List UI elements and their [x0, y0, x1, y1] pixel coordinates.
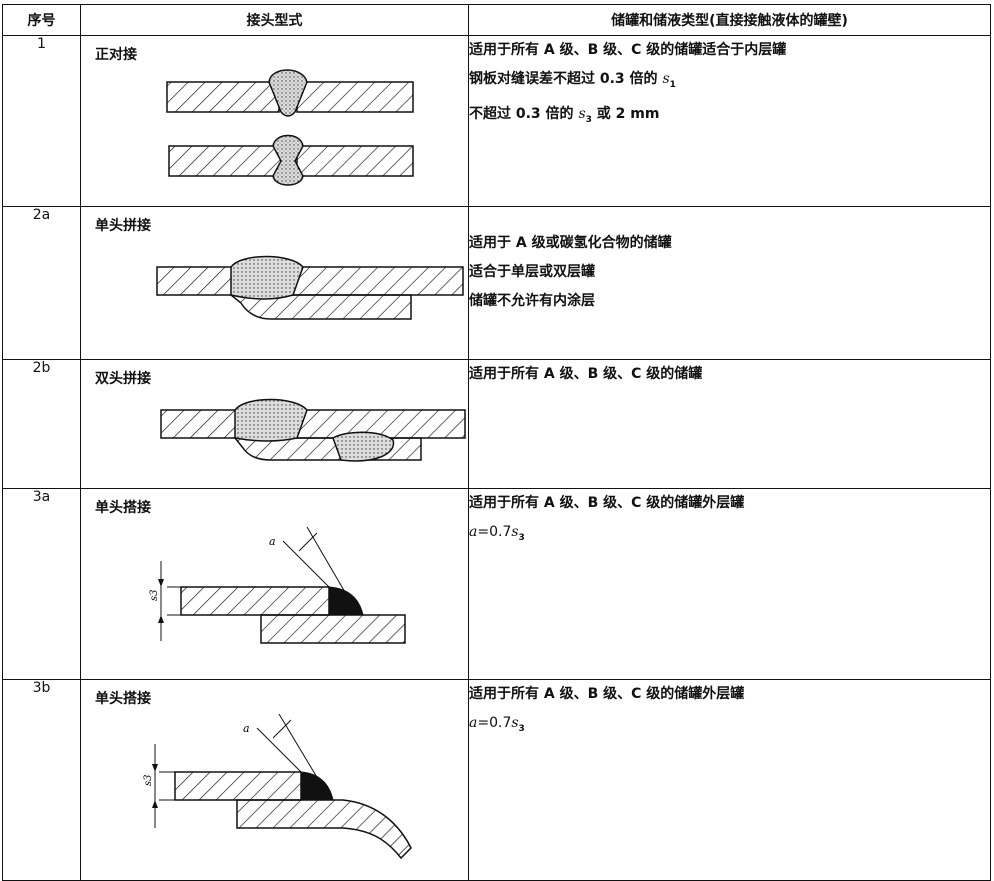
- desc-tail: 或 2 mm: [596, 105, 660, 122]
- var-sub: 1: [669, 79, 676, 90]
- joint-name: 正对接: [95, 47, 137, 63]
- weld-bead: [332, 431, 395, 462]
- desc-line: 适合于单层或双层罐: [469, 264, 595, 280]
- plate-right: [296, 145, 414, 177]
- row-seq: 2a: [2, 206, 81, 360]
- plate-top: [160, 409, 466, 439]
- plate-curved: [236, 799, 412, 860]
- weld-bead: [272, 134, 304, 186]
- formula-eq: =0.7: [477, 524, 512, 540]
- weld-joint-table: 序号 接头型式 储罐和储液类型(直接接触液体的罐壁) 1 正对接: [2, 4, 991, 881]
- header-row: 序号 接头型式 储罐和储液类型(直接接触液体的罐壁): [2, 4, 991, 36]
- weld-bead: [268, 69, 308, 117]
- weld-bead: [234, 398, 308, 442]
- joint-name: 双头拼接: [95, 371, 151, 387]
- dim-s-label: s3: [149, 590, 160, 602]
- plate-right: [296, 81, 414, 113]
- joint-name: 单头拼接: [95, 218, 151, 234]
- formula-line: a=0.7s3: [469, 709, 990, 744]
- row-seq: 3b: [2, 679, 81, 881]
- joint-form-cell: 双头拼接: [80, 359, 469, 489]
- table-row: 3a 单头搭接: [2, 488, 991, 680]
- joint-name: 单头搭接: [95, 691, 151, 707]
- butt-weld-diagram: [166, 69, 414, 186]
- plate-top: [174, 771, 302, 801]
- fillet-weld: [300, 771, 334, 801]
- dim-s-label: s3: [143, 775, 154, 787]
- fillet-weld: [328, 586, 364, 616]
- desc-text: 钢板对缝误差不超过 0.3 倍的: [469, 71, 658, 87]
- table-row: 2a 单头拼接: [2, 206, 991, 360]
- desc-text: 不超过 0.3 倍的: [469, 105, 574, 122]
- dim-a-label: a: [269, 535, 276, 548]
- formula-s: s: [511, 715, 519, 731]
- var-sub: 3: [585, 114, 592, 125]
- plate-top: [180, 586, 330, 616]
- desc-line: 适用于所有 A 级、B 级、C 级的储罐外层罐: [469, 495, 745, 511]
- dim-a-label: a: [243, 722, 250, 735]
- joint-name: 单头搭接: [95, 500, 151, 516]
- plate-top: [156, 266, 464, 296]
- desc-line: 适用于所有 A 级、B 级、C 级的储罐: [469, 366, 703, 382]
- desc-line: 不超过 0.3 倍的 s3 或 2 mm: [469, 100, 990, 135]
- header-seq: 序号: [2, 4, 81, 36]
- weld-bead: [230, 255, 304, 300]
- var-s: s: [578, 105, 586, 122]
- single-splice-diagram: [156, 255, 464, 320]
- tank-type-cell: 适用于 A 级或碳氢化合物的储罐 适合于单层或双层罐 储罐不允许有内涂层: [468, 206, 991, 360]
- table-row: 1 正对接: [2, 35, 991, 207]
- row-seq: 3a: [2, 488, 81, 680]
- desc-line: 适用于 A 级或碳氢化合物的储罐: [469, 235, 672, 251]
- double-splice-diagram: [160, 398, 466, 462]
- joint-form-cell: 单头搭接 s3: [80, 679, 469, 881]
- desc-line: 适用于所有 A 级、B 级、C 级的储罐适合于内层罐: [469, 42, 787, 58]
- formula-eq: =0.7: [477, 715, 512, 731]
- formula-var: a: [469, 524, 478, 540]
- joint-form-cell: 正对接: [80, 35, 469, 207]
- desc-line: 储罐不允许有内涂层: [469, 293, 595, 309]
- curved-lap-joint-diagram: s3 a: [143, 713, 412, 860]
- plate-bottom: [260, 614, 406, 644]
- joint-form-cell: 单头拼接: [80, 206, 469, 360]
- table-row: 2b 双头拼接: [2, 359, 991, 489]
- plate-bent: [228, 294, 412, 320]
- plate-left: [166, 81, 280, 113]
- formula-sub: 3: [518, 723, 525, 734]
- desc-line: 钢板对缝误差不超过 0.3 倍的 s1: [469, 65, 990, 100]
- tank-type-cell: 适用于所有 A 级、B 级、C 级的储罐外层罐 a=0.7s3: [468, 679, 991, 881]
- formula-sub: 3: [518, 532, 525, 543]
- desc-line: 适用于所有 A 级、B 级、C 级的储罐外层罐: [469, 686, 745, 702]
- header-tank-type: 储罐和储液类型(直接接触液体的罐壁): [468, 4, 991, 36]
- header-joint-form: 接头型式: [80, 4, 469, 36]
- formula-line: a=0.7s3: [469, 518, 990, 553]
- formula-var: a: [469, 715, 478, 731]
- joint-form-cell: 单头搭接 s3: [80, 488, 469, 680]
- tank-type-cell: 适用于所有 A 级、B 级、C 级的储罐适合于内层罐 钢板对缝误差不超过 0.3…: [468, 35, 991, 207]
- plate-left: [168, 145, 282, 177]
- formula-s: s: [511, 524, 519, 540]
- table-row: 3b 单头搭接: [2, 679, 991, 881]
- row-seq: 1: [2, 35, 81, 207]
- row-seq: 2b: [2, 359, 81, 489]
- tank-type-cell: 适用于所有 A 级、B 级、C 级的储罐外层罐 a=0.7s3: [468, 488, 991, 680]
- lap-joint-diagram: s3 a: [149, 526, 406, 644]
- tank-type-cell: 适用于所有 A 级、B 级、C 级的储罐: [468, 359, 991, 489]
- var-s: s: [662, 71, 670, 87]
